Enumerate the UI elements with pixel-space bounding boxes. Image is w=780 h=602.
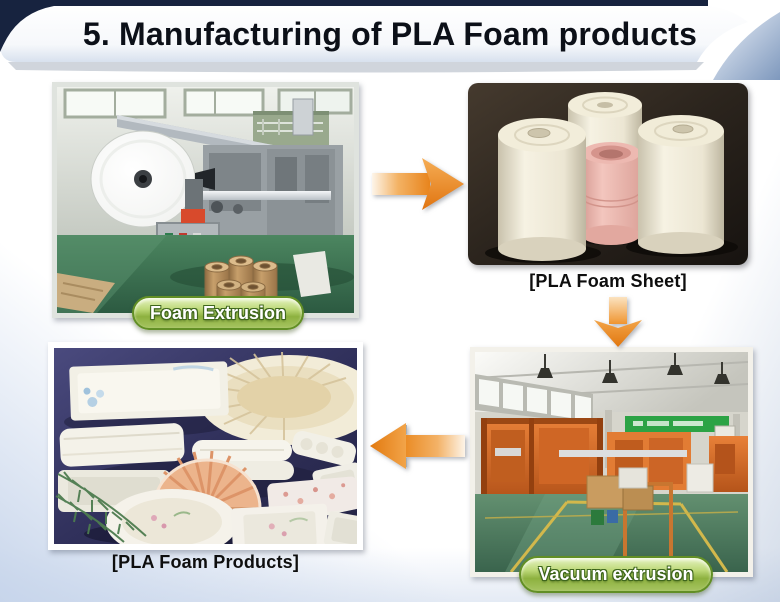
banner-shadow bbox=[8, 62, 704, 73]
pla-foam-products-photo bbox=[48, 342, 363, 550]
page-title: 5. Manufacturing of PLA Foam products bbox=[82, 16, 698, 52]
vacuum-extrusion-factory-photo bbox=[470, 347, 753, 577]
header-corner-swoosh bbox=[713, 12, 780, 80]
pla-foam-products-caption: [PLA Foam Products] bbox=[111, 552, 300, 572]
banner-shape bbox=[0, 4, 748, 62]
header-navy-strip bbox=[0, 0, 708, 52]
foam-extrusion-machine-photo bbox=[52, 82, 359, 318]
vacuum-extrusion-badge: Vacuum extrusion bbox=[519, 556, 713, 593]
arrow-down-icon bbox=[594, 297, 642, 347]
title-banner bbox=[0, 0, 780, 80]
foam-extrusion-badge: Foam Extrusion bbox=[132, 296, 304, 330]
arrow-right-icon bbox=[372, 158, 464, 210]
arrow-left-icon bbox=[370, 423, 465, 469]
pla-foam-sheet-caption: [PLA Foam Sheet] bbox=[529, 271, 687, 291]
pla-foam-sheet-rolls-photo bbox=[468, 83, 748, 265]
